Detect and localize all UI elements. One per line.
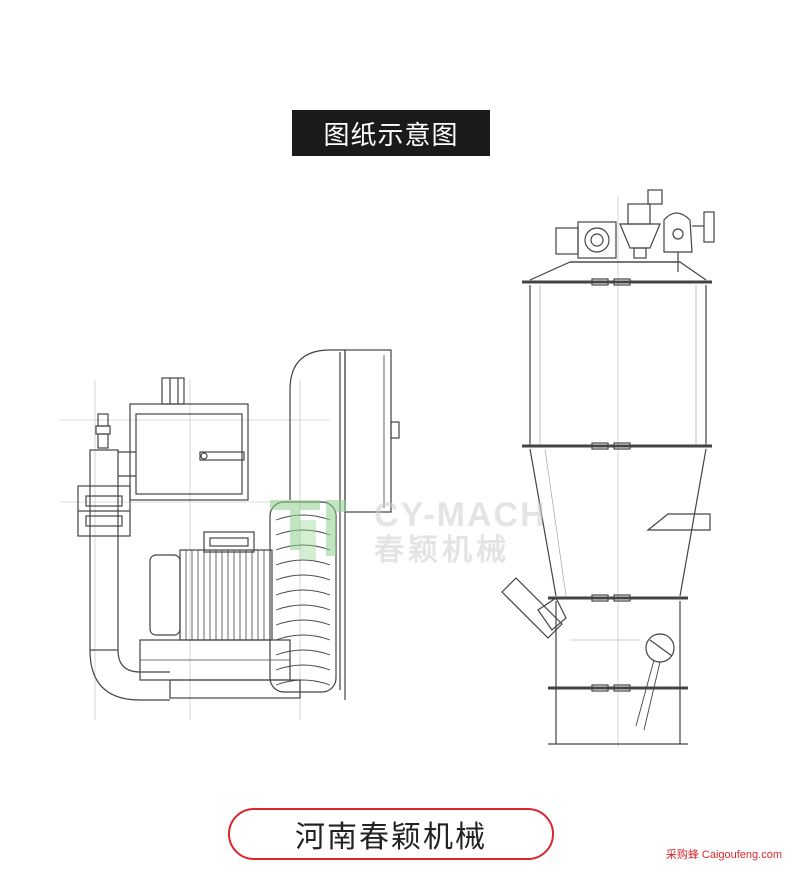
vacuum-hopper-drawing — [501, 189, 715, 748]
blower-unit-drawing — [60, 349, 400, 720]
watermark: CY-MACH 春颖机械 — [270, 496, 547, 568]
watermark-latin: CY-MACH — [374, 496, 547, 534]
watermark-chinese: 春颖机械 — [374, 533, 510, 568]
source-credit: 采购蜂 Caigoufeng.com — [665, 849, 782, 861]
company-name: 河南春颖机械 — [295, 820, 487, 855]
watermark-logo-icon — [270, 500, 346, 560]
page-title: 图纸示意图 — [292, 110, 490, 156]
company-name-badge: 河南春颖机械 — [228, 808, 554, 860]
